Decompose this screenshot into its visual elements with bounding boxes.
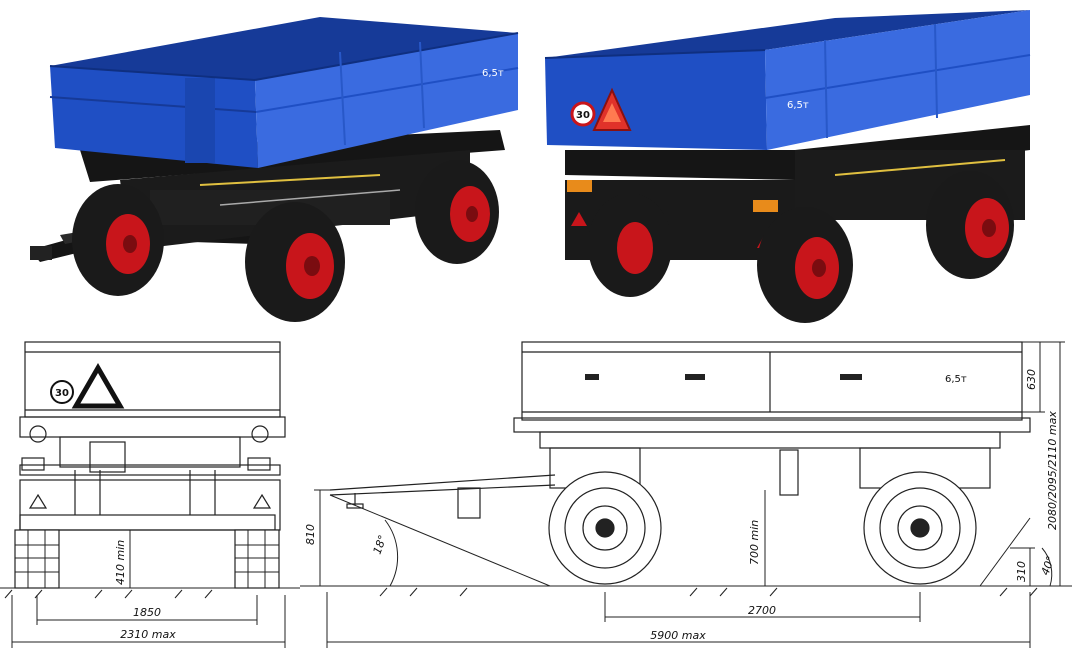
wheel-rear-right [757,207,853,323]
wheel-rear-right [415,160,499,264]
speed-limit-sign [570,101,596,127]
side-view-badge: 6,5т [945,374,967,385]
rear-bumper [19,479,281,531]
drawing-rear-view: 30 410 min 1850 2310 max [0,341,300,648]
dim-overall-length: 5900 max [650,629,706,642]
drawing-side-view: 6,5т [300,341,1072,648]
rear-tire-left [14,529,60,589]
dim-drawbar-angle: 18° [371,533,390,556]
render-front-three-quarter: 6,5т [30,17,519,322]
dim-track-width: 1850 [133,606,161,619]
side-wheel-front [548,471,662,585]
wheel-rear-left [588,193,672,297]
cargo-box [49,17,519,168]
render-front-badge: 6,5т [482,68,504,79]
dim-overall-width: 2310 max [120,628,176,641]
rear-lamp-right [753,200,778,212]
side-board [521,341,1023,421]
render-rear-badge: 6,5т [787,100,809,111]
wheel-front-right [926,171,1014,279]
rear-view-speed-text: 30 [55,388,69,399]
dim-departure-angle: 40° [1039,554,1058,577]
slow-vehicle-triangle-icon [71,363,125,409]
dim-overall-height: 2080/2095/2110 max [1046,411,1059,530]
side-wheel-rear [863,471,977,585]
dim-frame-clearance: 700 min [748,520,761,565]
dim-drawbar-height: 810 [304,524,317,545]
render-rear-speed-text: 30 [576,110,590,121]
rear-tire-right [234,529,280,589]
speed-limit-sign [50,380,74,404]
dim-side-height: 630 [1025,369,1038,390]
wheel-front-right [245,202,345,322]
render-rear-three-quarter: 30 6,5т [544,10,1031,323]
rear-board [24,341,281,418]
dim-rear-height: 310 [1015,561,1028,582]
dim-ground-clearance: 410 min [114,540,127,585]
rear-lamp-left [567,180,592,192]
dim-wheelbase: 2700 [748,604,776,617]
reflector-left-icon [571,212,587,226]
wheel-front-left [72,184,164,296]
